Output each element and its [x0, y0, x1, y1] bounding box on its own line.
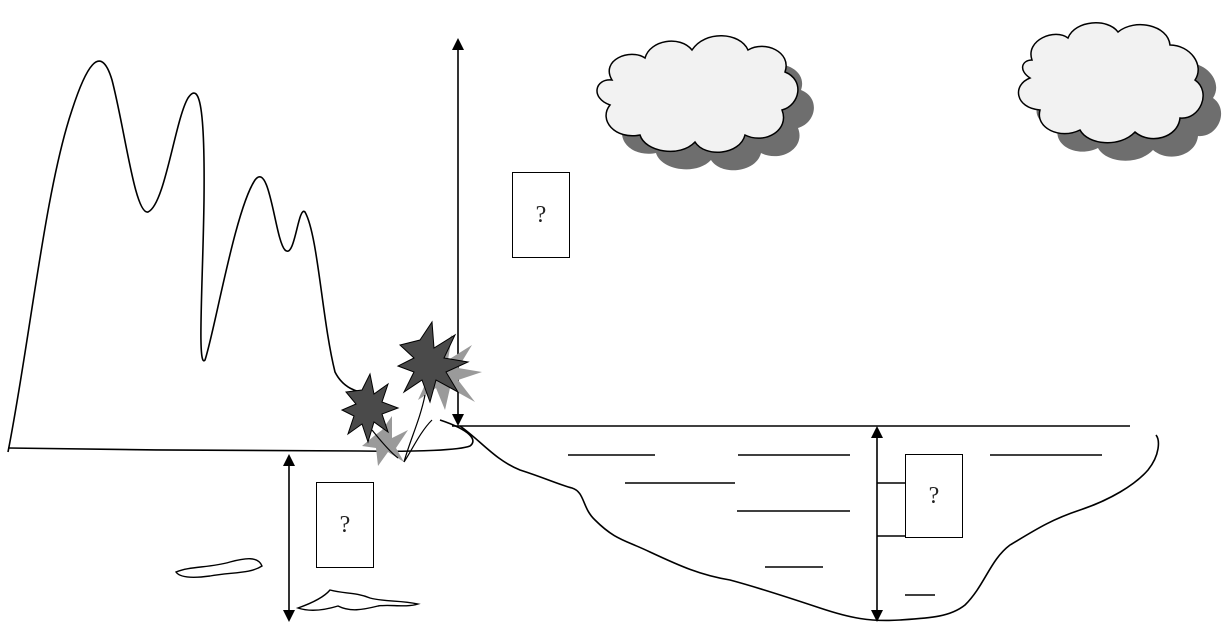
rock-1	[174, 558, 263, 578]
water-lines	[568, 454, 1102, 596]
ocean-floor	[459, 425, 1160, 622]
depth-question-mark: ?	[928, 482, 940, 509]
depth-question-box: ?	[905, 454, 963, 538]
palm-trees	[340, 320, 482, 466]
rock-2	[295, 589, 421, 611]
height-question-mark: ?	[535, 201, 547, 228]
cloud-left	[596, 35, 814, 171]
cloud-right	[1017, 22, 1222, 161]
elevation-question-box: ?	[316, 482, 374, 568]
height-question-box: ?	[512, 172, 570, 258]
elevation-question-mark: ?	[339, 511, 351, 538]
depth-bracket	[877, 482, 905, 537]
ground-line	[7, 419, 474, 453]
mountain-range	[7, 60, 373, 453]
